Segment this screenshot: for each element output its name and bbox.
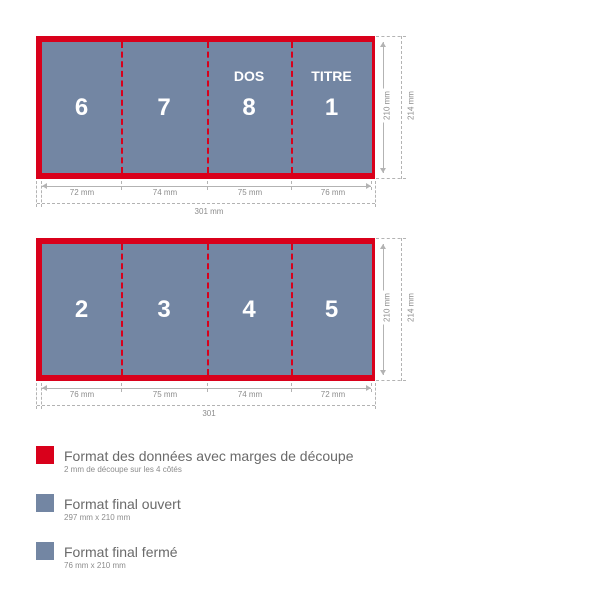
dim-tick (375, 181, 376, 207)
dim-total-label: 301 mm (185, 207, 233, 216)
dim-line-total (37, 203, 375, 204)
top-panel-4: TITRE 1 (291, 42, 372, 173)
top-panel-3: DOS 8 (207, 42, 291, 173)
vdim-label: 210 mm (382, 88, 392, 123)
dim-line (42, 388, 371, 389)
legend-subtitle: 297 mm x 210 mm (64, 513, 131, 522)
arrow-down-icon (380, 370, 386, 375)
fold-line (291, 42, 293, 173)
bottom-panel-3: 4 (207, 244, 291, 375)
fold-line (121, 244, 123, 375)
legend-swatch-open (36, 494, 54, 512)
bottom-panel-4: 5 (291, 244, 372, 375)
bottom-sheet-bleed: 2 3 4 5 (36, 238, 375, 381)
dim-tick (207, 181, 208, 190)
dim-tick (376, 380, 406, 381)
panel-label: DOS (233, 68, 265, 84)
legend-subtitle: 76 mm x 210 mm (64, 561, 126, 570)
dim-label: 74 mm (230, 390, 270, 399)
dim-label: 72 mm (313, 390, 353, 399)
vdim-label-outer: 214 mm (406, 88, 416, 123)
dim-tick (375, 383, 376, 409)
top-sheet-final-area: 6 7 DOS 8 TITRE 1 (42, 42, 372, 173)
dim-label: 76 mm (313, 188, 353, 197)
panel-number: 1 (324, 94, 339, 121)
dim-tick (376, 36, 406, 37)
legend-swatch-closed (36, 542, 54, 560)
dim-tick (291, 383, 292, 392)
legend-swatch-bleed (36, 446, 54, 464)
arrow-up-icon (380, 42, 386, 47)
panel-number: 8 (242, 94, 256, 121)
dim-tick (371, 181, 372, 190)
bottom-panel-1: 2 (42, 244, 121, 375)
dim-tick (376, 178, 406, 179)
dim-tick (36, 181, 37, 207)
dim-tick (371, 383, 372, 392)
dim-tick (41, 181, 42, 207)
legend-subtitle: 2 mm de découpe sur les 4 côtés (64, 465, 182, 474)
panel-number: 3 (157, 296, 171, 323)
panel-number: 4 (242, 296, 256, 323)
dim-tick (41, 383, 42, 409)
panel-number: 5 (324, 296, 339, 323)
panel-number: 6 (74, 94, 89, 121)
dim-label: 72 mm (62, 188, 102, 197)
bottom-sheet-final-area: 2 3 4 5 (42, 244, 372, 375)
dim-line-total (37, 405, 375, 406)
fold-line (207, 42, 209, 173)
vdim-line-outer (401, 36, 402, 179)
panel-number: 2 (74, 296, 89, 323)
arrow-left-icon (42, 385, 47, 391)
dim-line (42, 186, 371, 187)
dim-tick (121, 181, 122, 190)
dim-label: 76 mm (62, 390, 102, 399)
legend-title: Format final fermé (64, 544, 178, 560)
dim-tick (376, 238, 406, 239)
dim-label: 75 mm (230, 188, 270, 197)
dim-tick (36, 383, 37, 409)
vdim-line-outer (401, 238, 402, 381)
arrow-up-icon (380, 244, 386, 249)
arrow-down-icon (380, 168, 386, 173)
arrow-right-icon (366, 385, 371, 391)
dim-tick (291, 181, 292, 190)
arrow-right-icon (366, 183, 371, 189)
dim-label: 74 mm (145, 188, 185, 197)
fold-line (291, 244, 293, 375)
legend-title: Format des données avec marges de découp… (64, 448, 354, 464)
top-panel-2: 7 (121, 42, 207, 173)
dim-total-label: 301 (185, 409, 233, 418)
fold-line (121, 42, 123, 173)
panel-number: 7 (157, 94, 171, 121)
arrow-left-icon (42, 183, 47, 189)
vdim-label: 210 mm (382, 290, 392, 325)
panel-label: TITRE (311, 68, 352, 84)
dim-tick (121, 383, 122, 392)
fold-line (207, 244, 209, 375)
bottom-panel-2: 3 (121, 244, 207, 375)
dim-tick (207, 383, 208, 392)
top-panel-1: 6 (42, 42, 121, 173)
dim-label: 75 mm (145, 390, 185, 399)
vdim-label-outer: 214 mm (406, 290, 416, 325)
legend-title: Format final ouvert (64, 496, 181, 512)
top-sheet-bleed: 6 7 DOS 8 TITRE 1 (36, 36, 375, 179)
